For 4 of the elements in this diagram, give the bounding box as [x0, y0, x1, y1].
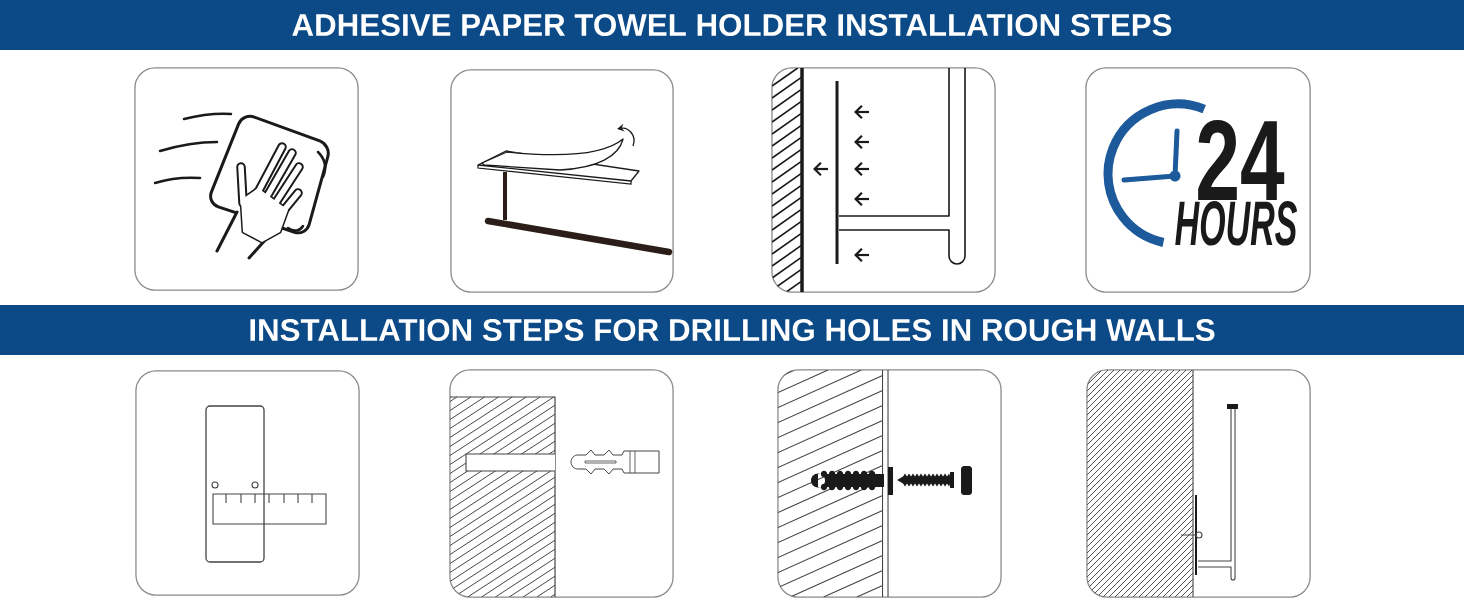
- heading-band: INSTALLATION STEPS FOR DRILLING HOLES IN ROUGH WALLS: [0, 305, 1464, 355]
- heading-band: ADHESIVE PAPER TOWEL HOLDER INSTALLATION STEPS: [0, 0, 1464, 50]
- bold-word: HOURS: [1175, 201, 1298, 246]
- large-number: 24: [1198, 119, 1285, 200]
